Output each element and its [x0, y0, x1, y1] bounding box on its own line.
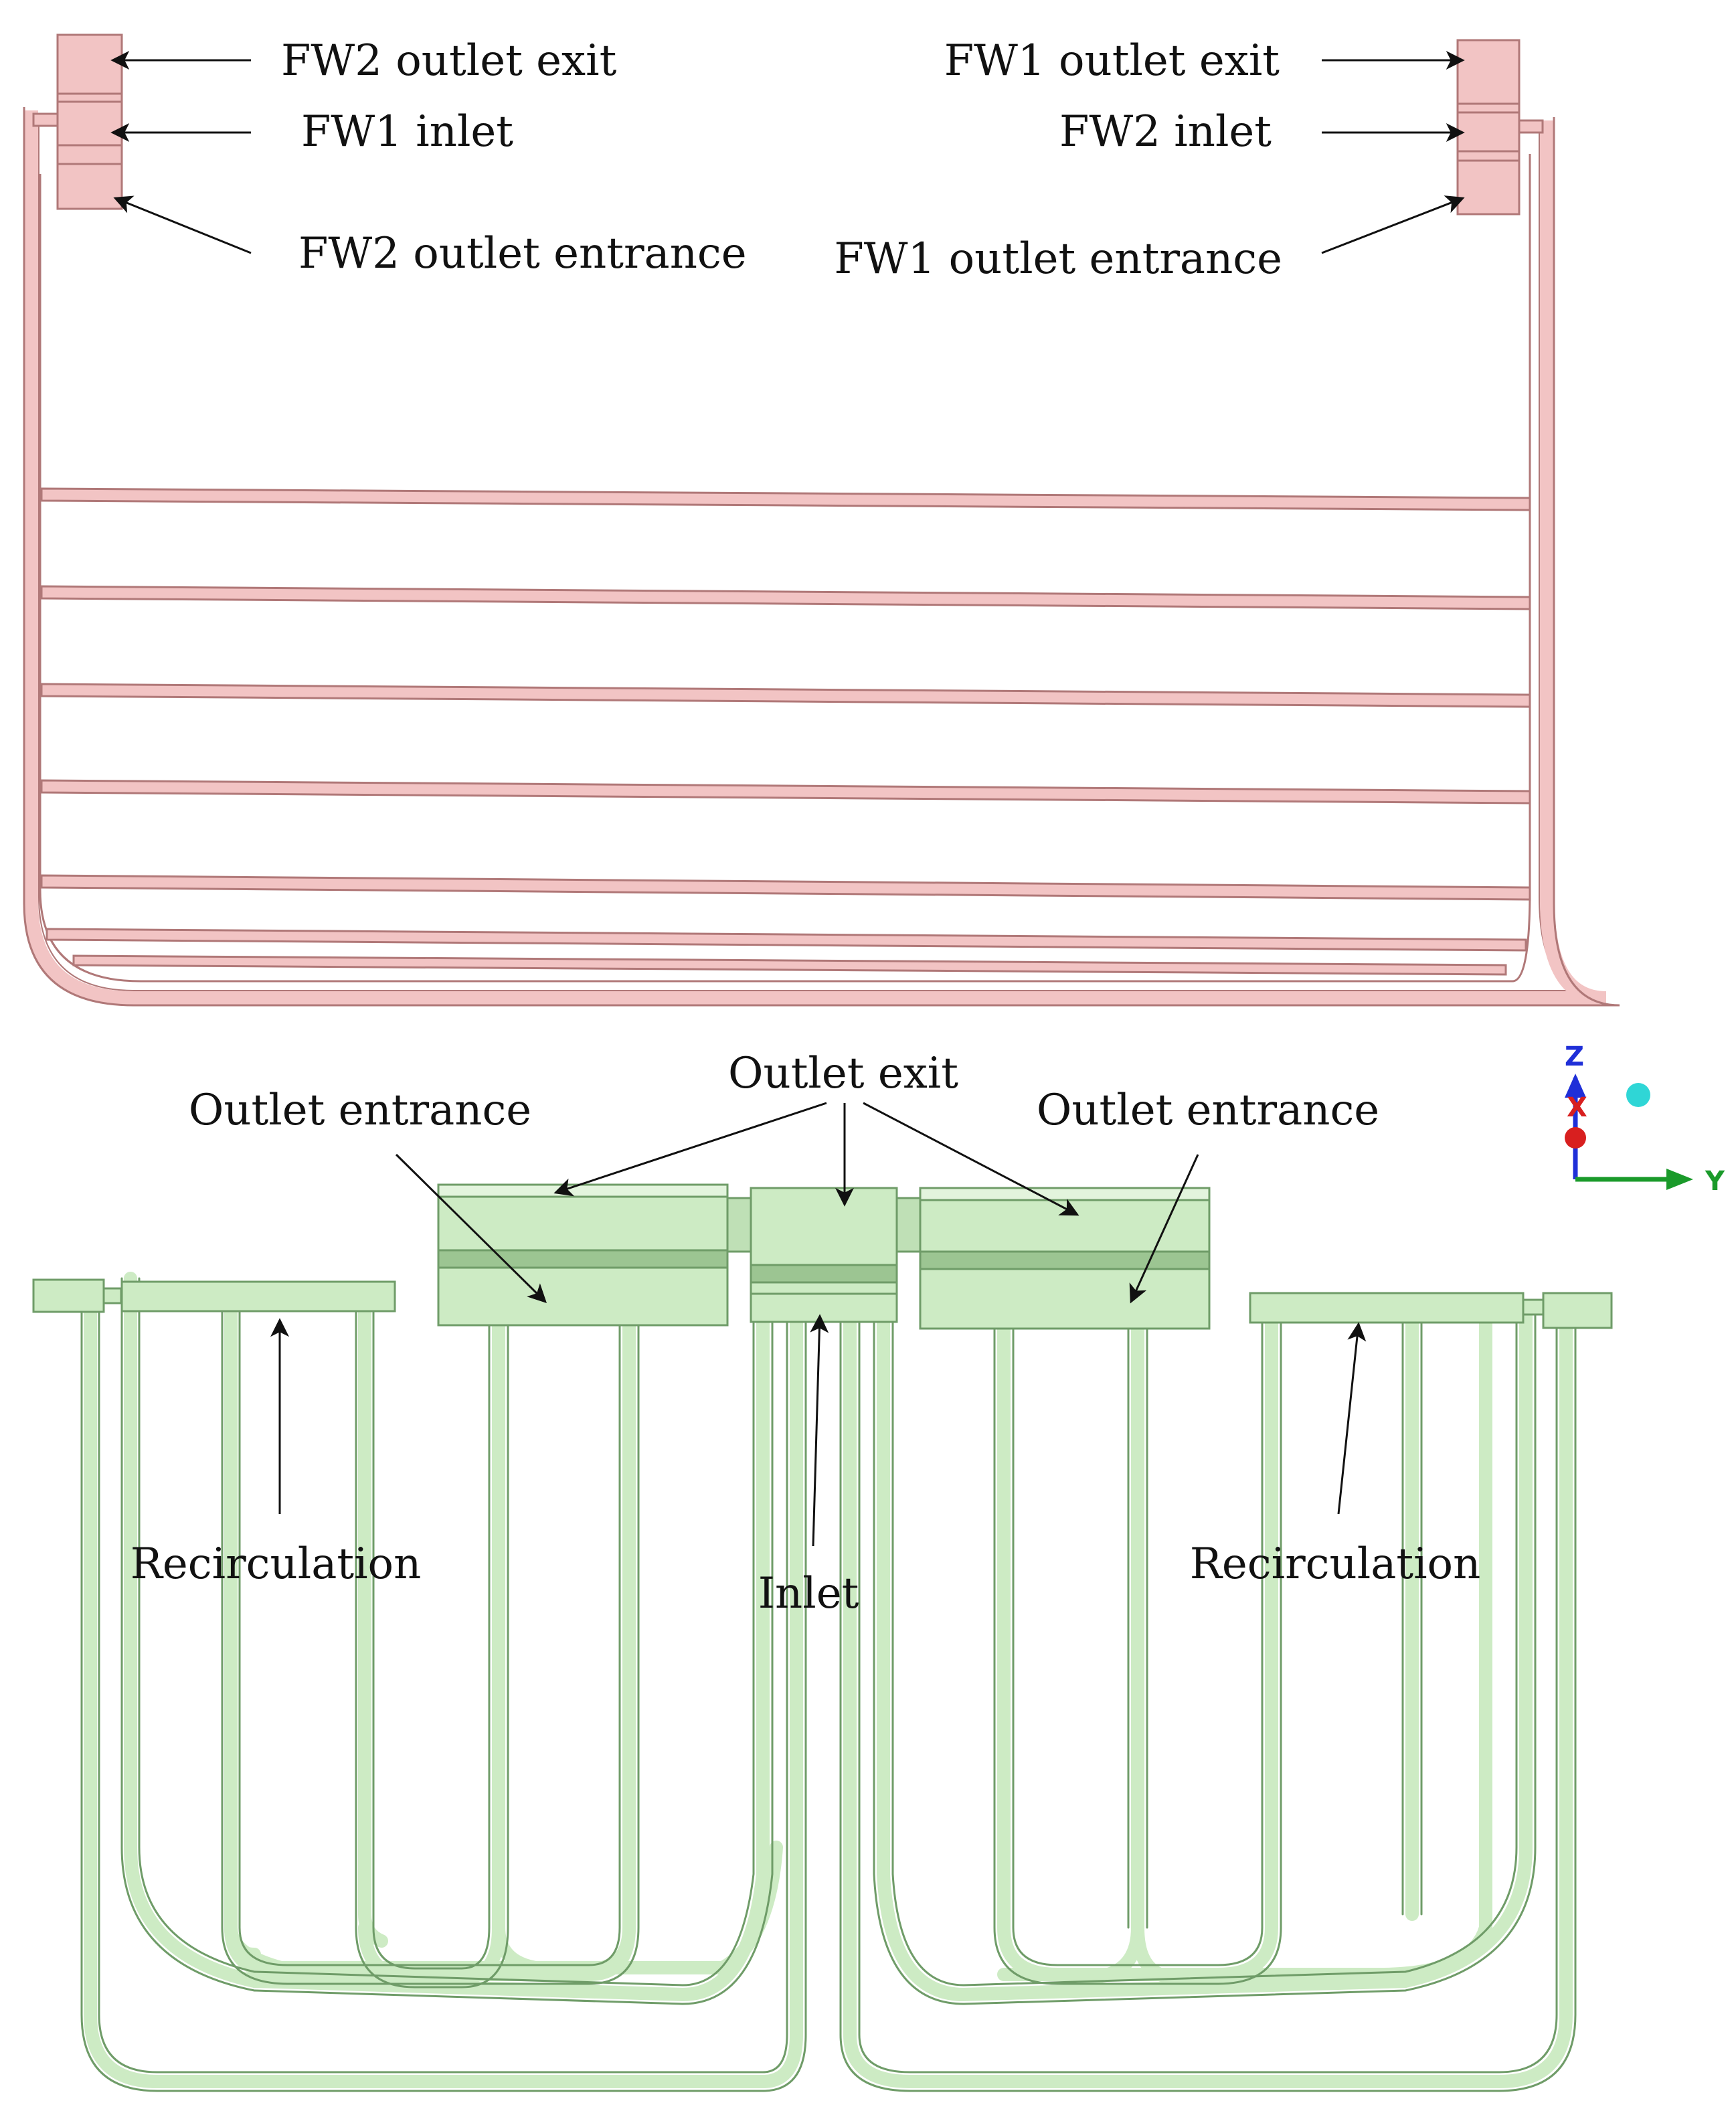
fw2-outlet-entrance-block — [56, 144, 123, 210]
label-inlet: Inlet — [758, 1569, 859, 1618]
label-fw2-outlet-entrance: FW2 outlet entrance — [298, 229, 747, 278]
fw2-outlet-exit-block — [56, 33, 123, 103]
label-fw1-inlet: FW1 inlet — [301, 107, 513, 157]
arrow-recirculation-right — [1337, 1322, 1367, 1515]
fw2-inlet-block — [1456, 111, 1521, 153]
arrow-outlet-exit-left — [553, 1102, 827, 1197]
manifold-left — [56, 33, 123, 210]
cross-channel — [40, 585, 1531, 610]
axis-triad: Z X Y — [1565, 1041, 1725, 1197]
manifold-channel-model — [32, 1183, 1613, 2092]
label-fw1-outlet-entrance: FW1 outlet entrance — [834, 234, 1282, 284]
first-wall-channel-model — [23, 33, 1620, 1007]
recirculation-header-left — [120, 1280, 396, 1313]
arrow-outlet-entrance-right — [1129, 1154, 1199, 1304]
manifold-right — [1456, 39, 1521, 216]
recirculation-header-left-small — [32, 1278, 105, 1313]
label-recirculation-left: Recirculation — [131, 1539, 422, 1589]
recirculation-header-right — [1249, 1292, 1525, 1324]
central-manifold — [437, 1183, 1211, 1330]
left-channel-loops — [80, 1272, 807, 2092]
fw1-inlet-block — [56, 100, 123, 147]
x-axis-point — [1565, 1127, 1586, 1149]
cross-channels — [40, 487, 1531, 976]
view-dot — [1626, 1083, 1650, 1107]
label-fw2-outlet-exit: FW2 outlet exit — [281, 36, 617, 86]
cross-channel — [40, 874, 1531, 901]
fw1-outlet-entrance-block — [1456, 150, 1521, 216]
outer-frame-edge — [23, 107, 1620, 1007]
cross-channel — [40, 683, 1531, 708]
outer-frame-channel — [38, 114, 1593, 991]
z-axis-arrowhead — [1565, 1074, 1586, 1098]
cross-channel — [40, 487, 1531, 511]
axis-label-x: X — [1567, 1092, 1587, 1123]
cross-channel — [40, 779, 1531, 805]
cross-channel — [72, 954, 1507, 976]
arrow-outlet-exit-right — [863, 1102, 1079, 1216]
label-recirculation-right: Recirculation — [1190, 1539, 1481, 1589]
arrow-inlet — [810, 1314, 829, 1547]
right-channel-loops — [839, 1305, 1577, 2092]
outlet-block-center — [750, 1187, 898, 1323]
label-outlet-entrance-right: Outlet entrance — [1037, 1086, 1379, 1135]
outer-frame-fill — [23, 110, 1607, 1006]
label-fw1-outlet-exit: FW1 outlet exit — [944, 36, 1280, 86]
arrow-outlet-entrance-left — [395, 1153, 547, 1303]
label-outlet-entrance-left: Outlet entrance — [189, 1086, 531, 1135]
fw1-outlet-exit-block — [1456, 39, 1521, 114]
label-outlet-exit: Outlet exit — [728, 1049, 958, 1098]
y-axis-arrowhead — [1666, 1169, 1693, 1190]
recirculation-header-right-small — [1542, 1292, 1613, 1329]
axis-label-y: Y — [1705, 1166, 1725, 1197]
recirculation-headers — [32, 1278, 1613, 1329]
arrow-fw1-outlet-entrance — [1321, 195, 1465, 254]
axis-label-z: Z — [1565, 1041, 1584, 1072]
arrow-fw2-outlet-entrance — [113, 195, 252, 254]
cross-channel — [46, 928, 1527, 952]
inner-frame-edge — [39, 154, 1531, 983]
label-fw2-inlet: FW2 inlet — [1059, 107, 1272, 157]
